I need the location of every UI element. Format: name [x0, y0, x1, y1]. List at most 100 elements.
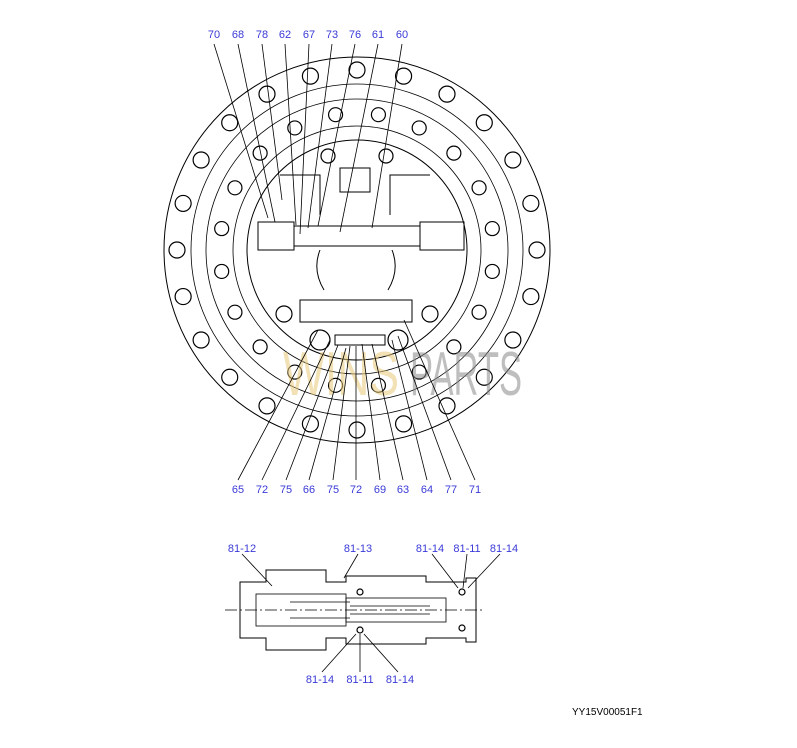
callout-65: 65 [232, 484, 244, 496]
bolt-hole [287, 364, 303, 380]
bolt-hole [174, 194, 192, 213]
bolt-hole [484, 263, 500, 280]
leader-line [261, 339, 331, 481]
callout-67: 67 [303, 29, 315, 41]
bolt-hole [258, 397, 276, 415]
leader-line [371, 343, 404, 481]
center-mechanism [257, 148, 465, 351]
callout-71: 71 [469, 484, 481, 496]
callout-81-11: 81-11 [453, 543, 480, 555]
bottom-callouts: 65 72 75 66 75 72 69 63 64 77 71 [232, 484, 481, 496]
leader-line [284, 43, 297, 226]
callout-70: 70 [208, 29, 220, 41]
bolt-hole [411, 364, 427, 380]
callout-63: 63 [397, 484, 409, 496]
drawing-code: YY15V00051F1 [572, 707, 643, 718]
bolt-hole [214, 220, 230, 237]
bolt-hole [471, 180, 487, 196]
bolt-hole [446, 339, 462, 355]
callout-69: 69 [374, 484, 386, 496]
leader-line [361, 343, 381, 481]
bolt-hole [446, 145, 462, 161]
callout-77: 77 [445, 484, 457, 496]
watermark: WINS PARTS [283, 340, 522, 409]
motor-assembly-drawing [163, 56, 551, 444]
bolt-hole [252, 145, 268, 161]
bolt-hole [484, 220, 500, 237]
callout-81-14b: 81-14 [490, 543, 518, 555]
leader-line [391, 339, 428, 481]
callout-61: 61 [372, 29, 384, 41]
leader-line [237, 329, 319, 481]
bolt-hole [168, 241, 186, 259]
callout-72: 72 [256, 484, 268, 496]
bolt-hole [438, 397, 456, 415]
callout-81-14d: 81-14 [386, 674, 414, 686]
bolt-hole [471, 304, 487, 320]
bolt-hole [394, 415, 413, 433]
bolt-hole [528, 241, 546, 259]
bolt-hole [221, 114, 239, 132]
leader-line [308, 347, 347, 481]
bolt-hole [370, 107, 387, 123]
callout-75b: 75 [327, 484, 339, 496]
callout-75: 75 [280, 484, 292, 496]
bolt-hole [522, 287, 540, 306]
bolt-hole [258, 85, 276, 103]
bolt-hole [411, 120, 427, 136]
bolt-hole [348, 421, 366, 439]
leader-line [307, 43, 333, 229]
callout-81-11b: 81-11 [346, 674, 373, 686]
bolt-hole [301, 67, 320, 85]
callout-64: 64 [421, 484, 433, 496]
bolt-hole [221, 368, 239, 386]
bolt-hole [327, 107, 344, 123]
callout-81-13: 81-13 [344, 543, 372, 555]
callout-78: 78 [256, 29, 268, 41]
callout-76: 76 [349, 29, 361, 41]
callout-66: 66 [303, 484, 315, 496]
valve-top-callouts: 81-12 81-13 81-14 81-11 81-14 [228, 543, 518, 555]
valve-drawing [225, 553, 501, 673]
bolt-hole [214, 263, 230, 280]
bolt-hole [504, 331, 522, 349]
valve-bottom-callouts: 81-14 81-11 81-14 [306, 674, 414, 686]
callout-62: 62 [279, 29, 291, 41]
bolt-hole [348, 61, 366, 79]
leader-line [339, 43, 379, 233]
bolt-hole [475, 368, 493, 386]
leader-line [299, 43, 310, 235]
bolt-hole [522, 194, 540, 213]
callout-81-14c: 81-14 [306, 674, 334, 686]
leader-line [213, 43, 269, 219]
outer-bolt-holes [168, 61, 546, 439]
leader-line [285, 344, 339, 481]
bolt-hole [252, 339, 268, 355]
bolt-hole [287, 120, 303, 136]
watermark-part1: WINS [283, 340, 399, 409]
top-callouts: 70 68 78 62 67 73 76 61 60 [208, 29, 408, 41]
bolt-hole [227, 304, 243, 320]
bolt-hole [438, 85, 456, 103]
bolt-hole [394, 67, 413, 85]
bolt-hole [192, 151, 210, 169]
leader-line [261, 43, 283, 201]
leader-line [317, 43, 356, 227]
callout-60: 60 [396, 29, 408, 41]
watermark-part2: PARTS [410, 340, 522, 409]
bolt-hole [504, 151, 522, 169]
leader-line [237, 43, 276, 223]
callout-81-14: 81-14 [416, 543, 444, 555]
leader-line [332, 345, 351, 481]
bolt-hole [174, 287, 192, 306]
callout-72b: 72 [350, 484, 362, 496]
bolt-hole [301, 415, 320, 433]
bolt-hole [227, 180, 243, 196]
leader-line [371, 43, 403, 229]
inner-bolt-holes [214, 107, 500, 393]
bolt-hole [475, 114, 493, 132]
callout-81-12: 81-12 [228, 543, 256, 555]
callout-68: 68 [232, 29, 244, 41]
callout-73: 73 [326, 29, 338, 41]
